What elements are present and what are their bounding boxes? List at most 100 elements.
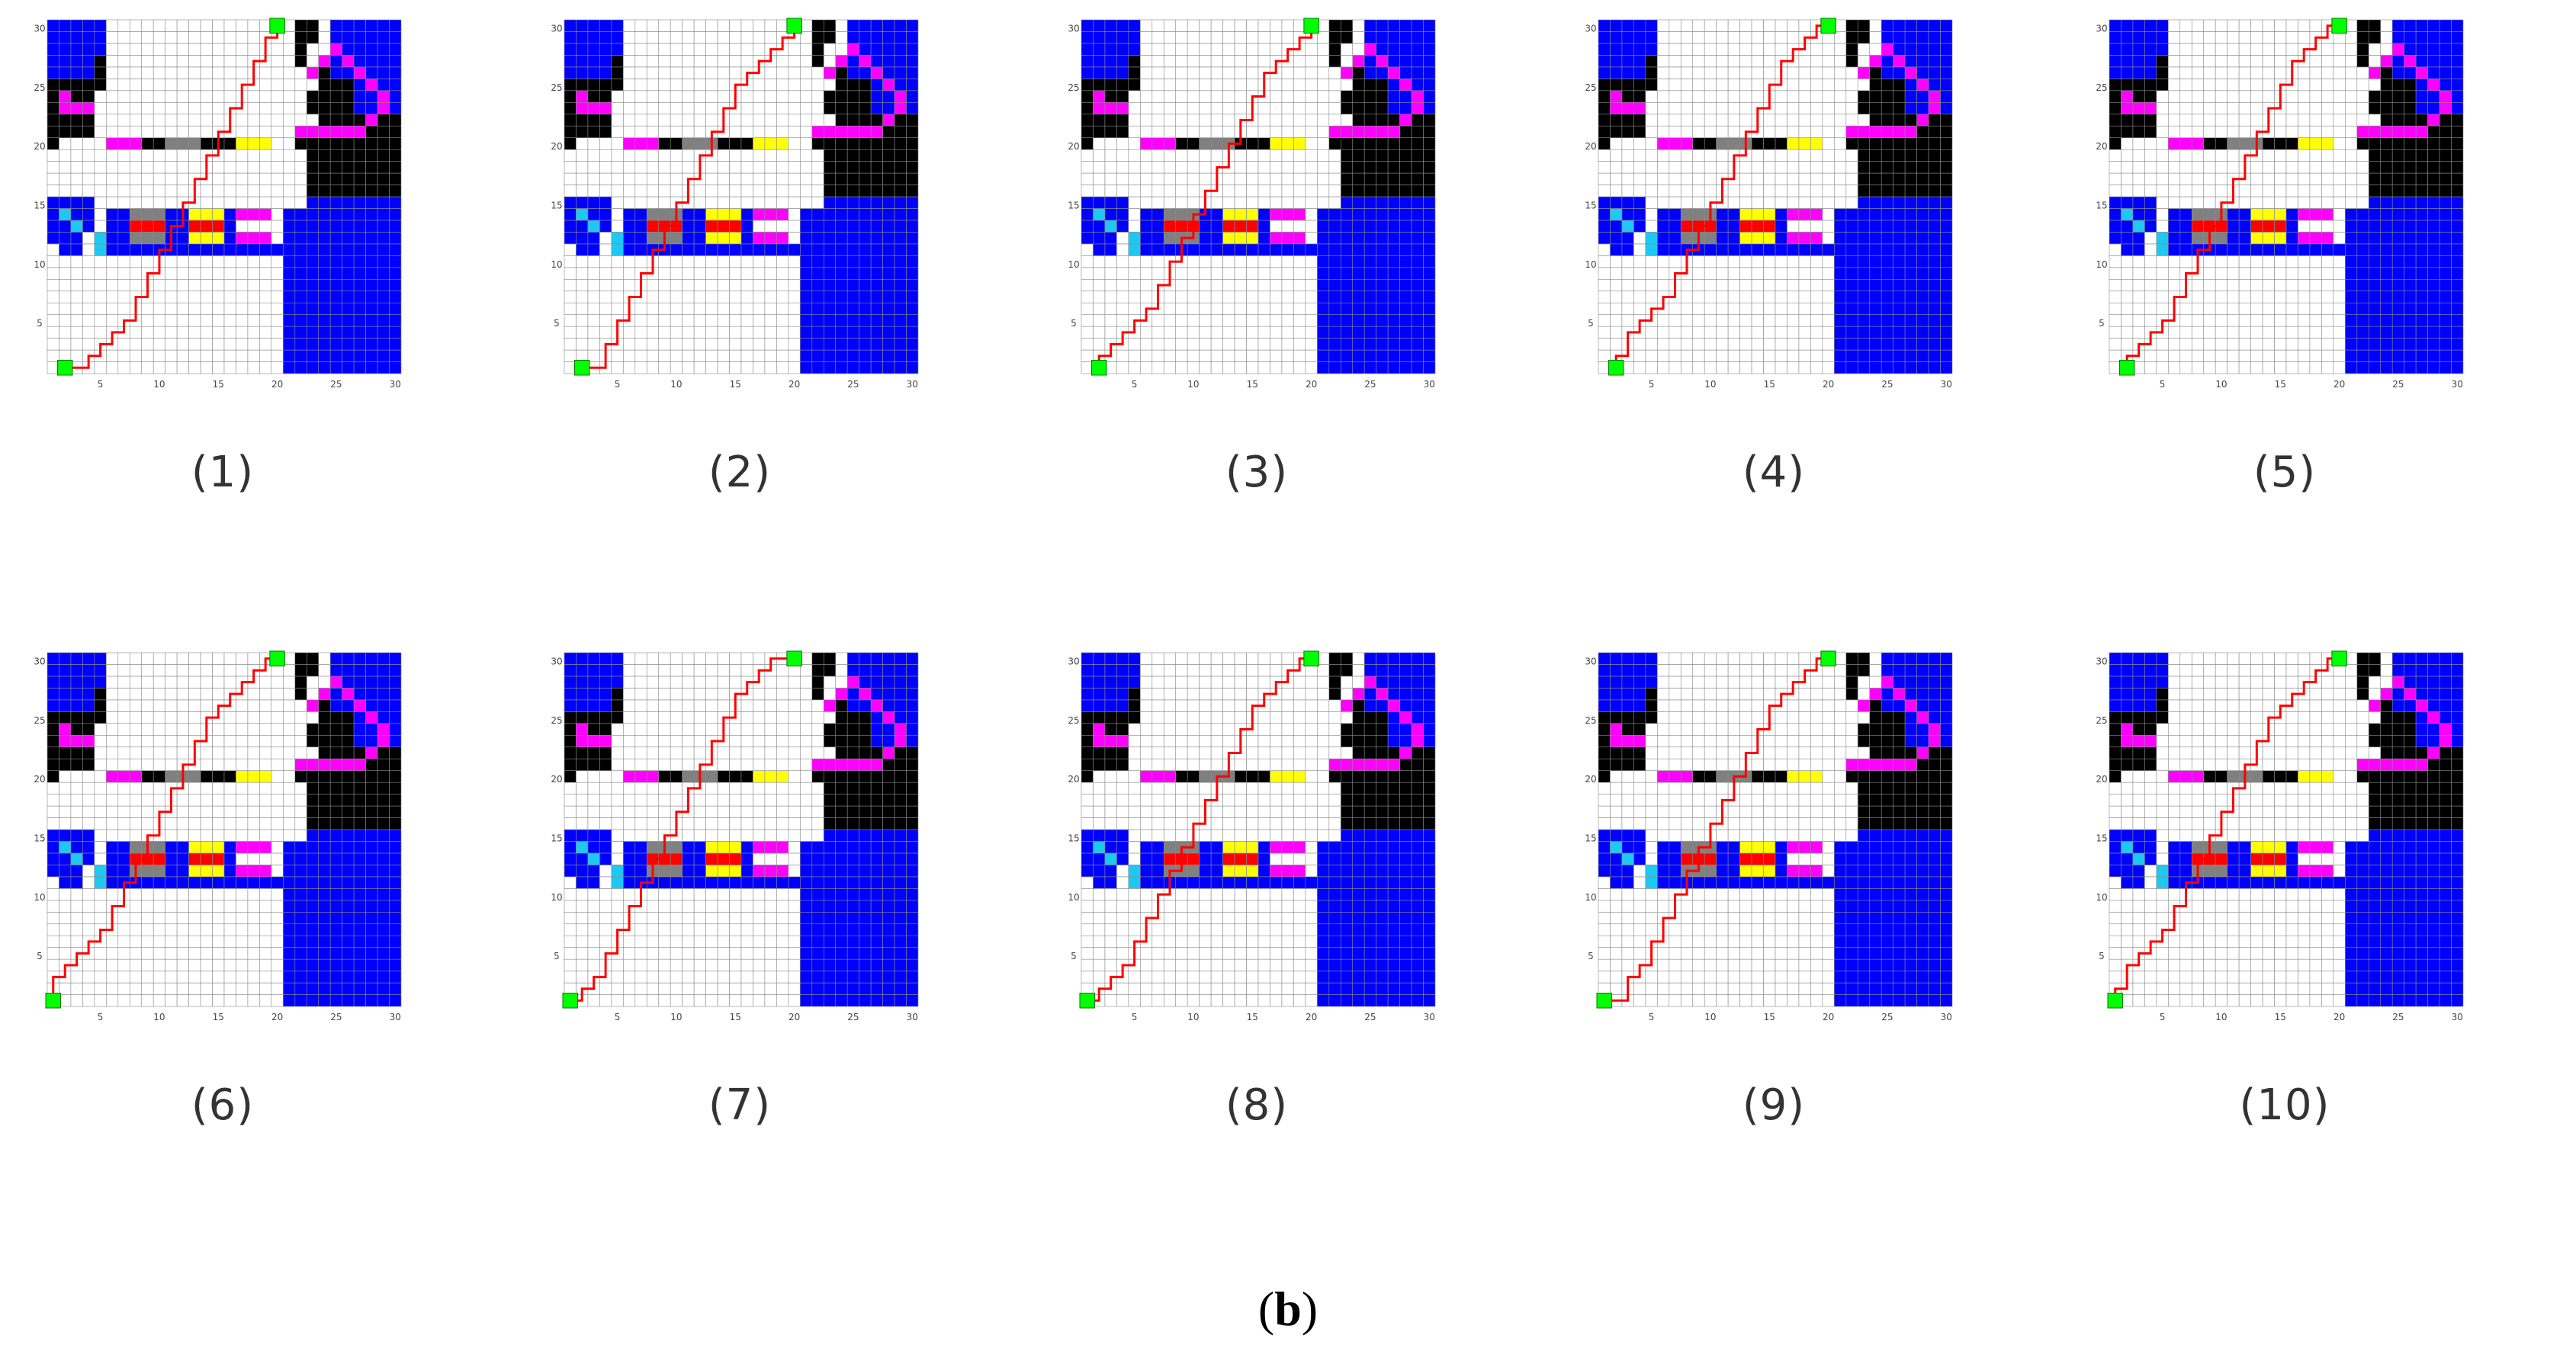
cell-free <box>259 900 272 913</box>
cell-free <box>2250 338 2263 351</box>
cell-free <box>2238 43 2251 56</box>
cell-water_blue <box>1293 243 1306 256</box>
cell-free <box>165 982 178 995</box>
cell-free <box>1281 326 1294 339</box>
cell-obstacle_black <box>82 125 95 138</box>
cell-water_blue <box>389 349 402 362</box>
cell-free <box>764 278 777 292</box>
cell-free <box>835 31 848 44</box>
x-tick-label: 15 <box>1247 379 1258 390</box>
cell-water_blue <box>1399 243 1412 256</box>
cell-free <box>1317 55 1330 68</box>
cell-free <box>82 185 95 197</box>
cell-free <box>717 255 730 268</box>
cell-free <box>176 314 189 327</box>
cell-free <box>283 137 296 150</box>
cell-free <box>165 101 178 115</box>
cell-obstacle_black <box>1128 66 1141 79</box>
cell-water_blue <box>2415 79 2428 91</box>
cell-free <box>1281 31 1294 44</box>
cell-obstacle_black <box>2439 114 2452 127</box>
cell-water_blue <box>1940 267 1953 280</box>
cell-obstacle_black <box>835 161 848 174</box>
cell-free <box>682 255 695 268</box>
cell-water_blue <box>306 994 320 1007</box>
cell-free <box>2274 185 2287 197</box>
cell-water_blue <box>1399 31 1412 44</box>
cell-free <box>2298 101 2311 115</box>
cell-free <box>2191 149 2205 162</box>
cell-free <box>729 326 742 339</box>
cell-water_blue <box>1845 349 1858 362</box>
cell-free <box>2191 43 2205 56</box>
cell-water_blue <box>564 19 577 32</box>
cell-water_blue <box>2215 243 2228 256</box>
cell-free <box>82 923 95 936</box>
cell-free <box>599 290 612 303</box>
cell-obstacle_black <box>377 161 390 174</box>
cell-water_blue <box>1845 267 1858 280</box>
cell-water_blue <box>283 888 296 901</box>
cell-free <box>740 196 753 209</box>
cell-free <box>764 90 777 103</box>
cell-water_blue <box>389 255 402 268</box>
cell-free <box>2309 19 2322 32</box>
cell-water_blue <box>1810 243 1823 256</box>
cell-free <box>2285 172 2298 185</box>
cell-free <box>623 196 636 209</box>
cell-free <box>1328 172 1341 185</box>
cell-free <box>1293 255 1306 268</box>
cell-free <box>1798 196 1811 209</box>
cell-water_blue <box>2451 243 2464 256</box>
cell-obstacle_black <box>1352 79 1365 91</box>
cell-free <box>2215 361 2228 374</box>
cell-free <box>753 161 766 174</box>
cell-free <box>587 326 600 339</box>
cell-water_blue <box>2451 290 2464 303</box>
cell-free <box>564 338 577 351</box>
cell-free <box>283 149 296 162</box>
cell-free <box>59 149 72 162</box>
cell-free <box>1775 19 1787 32</box>
cell-free <box>1305 349 1318 362</box>
cell-water_blue <box>1621 243 1634 256</box>
cell-free <box>1163 149 1177 162</box>
cell-free <box>1822 361 1835 374</box>
cell-free <box>670 19 683 32</box>
cell-free <box>247 971 260 984</box>
cell-water_blue <box>1199 232 1212 245</box>
cell-magenta <box>1293 232 1306 245</box>
cell-free <box>2132 278 2145 292</box>
cell-water_blue <box>1893 290 1906 303</box>
cell-free <box>1739 172 1752 185</box>
cell-free <box>59 947 72 960</box>
cell-water_blue <box>846 19 859 32</box>
cell-water_blue <box>1305 243 1318 256</box>
cell-free <box>2262 314 2275 327</box>
cell-obstacle_black <box>2404 79 2417 91</box>
cell-free <box>623 101 636 115</box>
cell-free <box>1798 185 1811 197</box>
figure-label-open: ( <box>1257 1282 1275 1336</box>
cell-water_blue <box>1881 255 1893 268</box>
cell-free <box>2144 255 2157 268</box>
cell-free <box>59 314 72 327</box>
cell-obstacle_black <box>1928 114 1941 127</box>
cell-obstacle_black <box>870 161 883 174</box>
cell-water_blue <box>1210 243 1223 256</box>
cell-obstacle_black <box>1893 101 1906 115</box>
cell-free <box>1234 19 1247 32</box>
cell-free <box>788 79 801 91</box>
cell-free <box>1810 349 1823 362</box>
cell-free <box>94 90 107 103</box>
cell-free <box>153 161 165 174</box>
cell-water_blue <box>47 208 59 221</box>
cell-free <box>1834 125 1847 138</box>
cell-water_blue <box>1610 55 1623 68</box>
cell-free <box>1305 361 1318 374</box>
cell-magenta <box>117 137 130 150</box>
cell-free <box>1645 267 1658 280</box>
cell-water_blue <box>800 278 813 292</box>
cell-water_blue <box>377 900 390 913</box>
cell-water_blue <box>389 55 402 68</box>
